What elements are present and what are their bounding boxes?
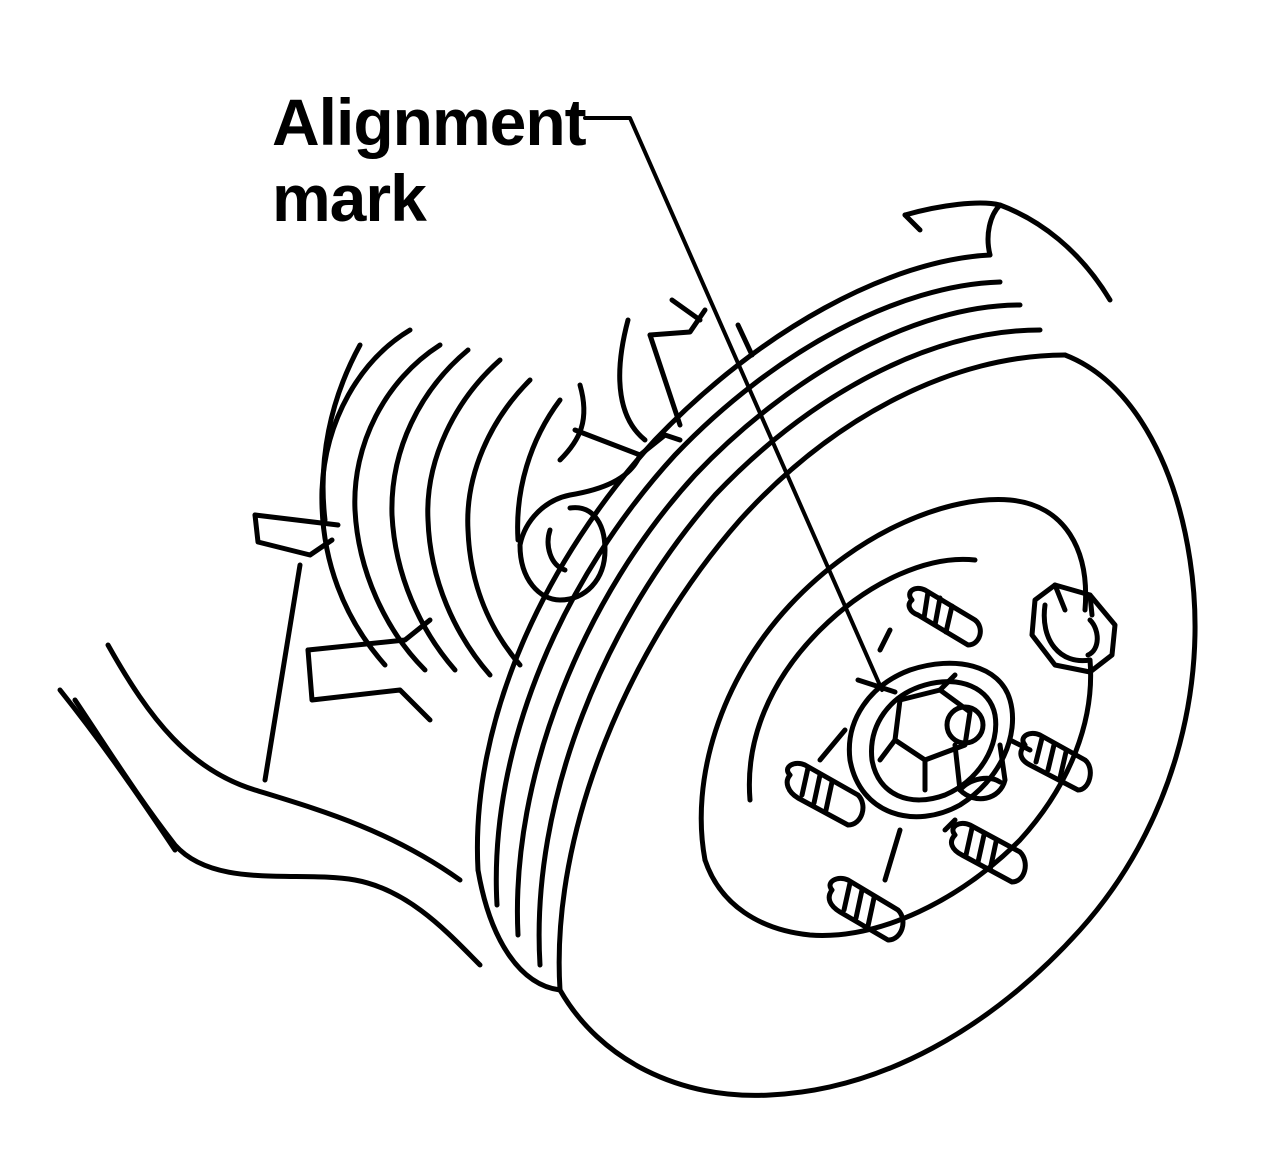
brake-disc-rotor bbox=[474, 200, 1198, 1098]
hub-face-lines bbox=[817, 627, 1033, 883]
wheel-stud bbox=[784, 585, 1093, 943]
callout-line-1: Alignment bbox=[272, 85, 587, 159]
callout-leader-line bbox=[583, 116, 884, 692]
lug-nut bbox=[1029, 582, 1118, 675]
drive-shaft-boot bbox=[319, 327, 563, 678]
wheel-hub bbox=[698, 497, 1094, 938]
callout-line-2: mark bbox=[272, 161, 427, 235]
alignment-mark-tick bbox=[855, 677, 898, 695]
hub-center-bore bbox=[846, 660, 1016, 820]
suspension-arm bbox=[57, 512, 483, 968]
alignment-mark-label: Alignment mark bbox=[272, 84, 587, 236]
steering-knuckle bbox=[517, 297, 755, 603]
